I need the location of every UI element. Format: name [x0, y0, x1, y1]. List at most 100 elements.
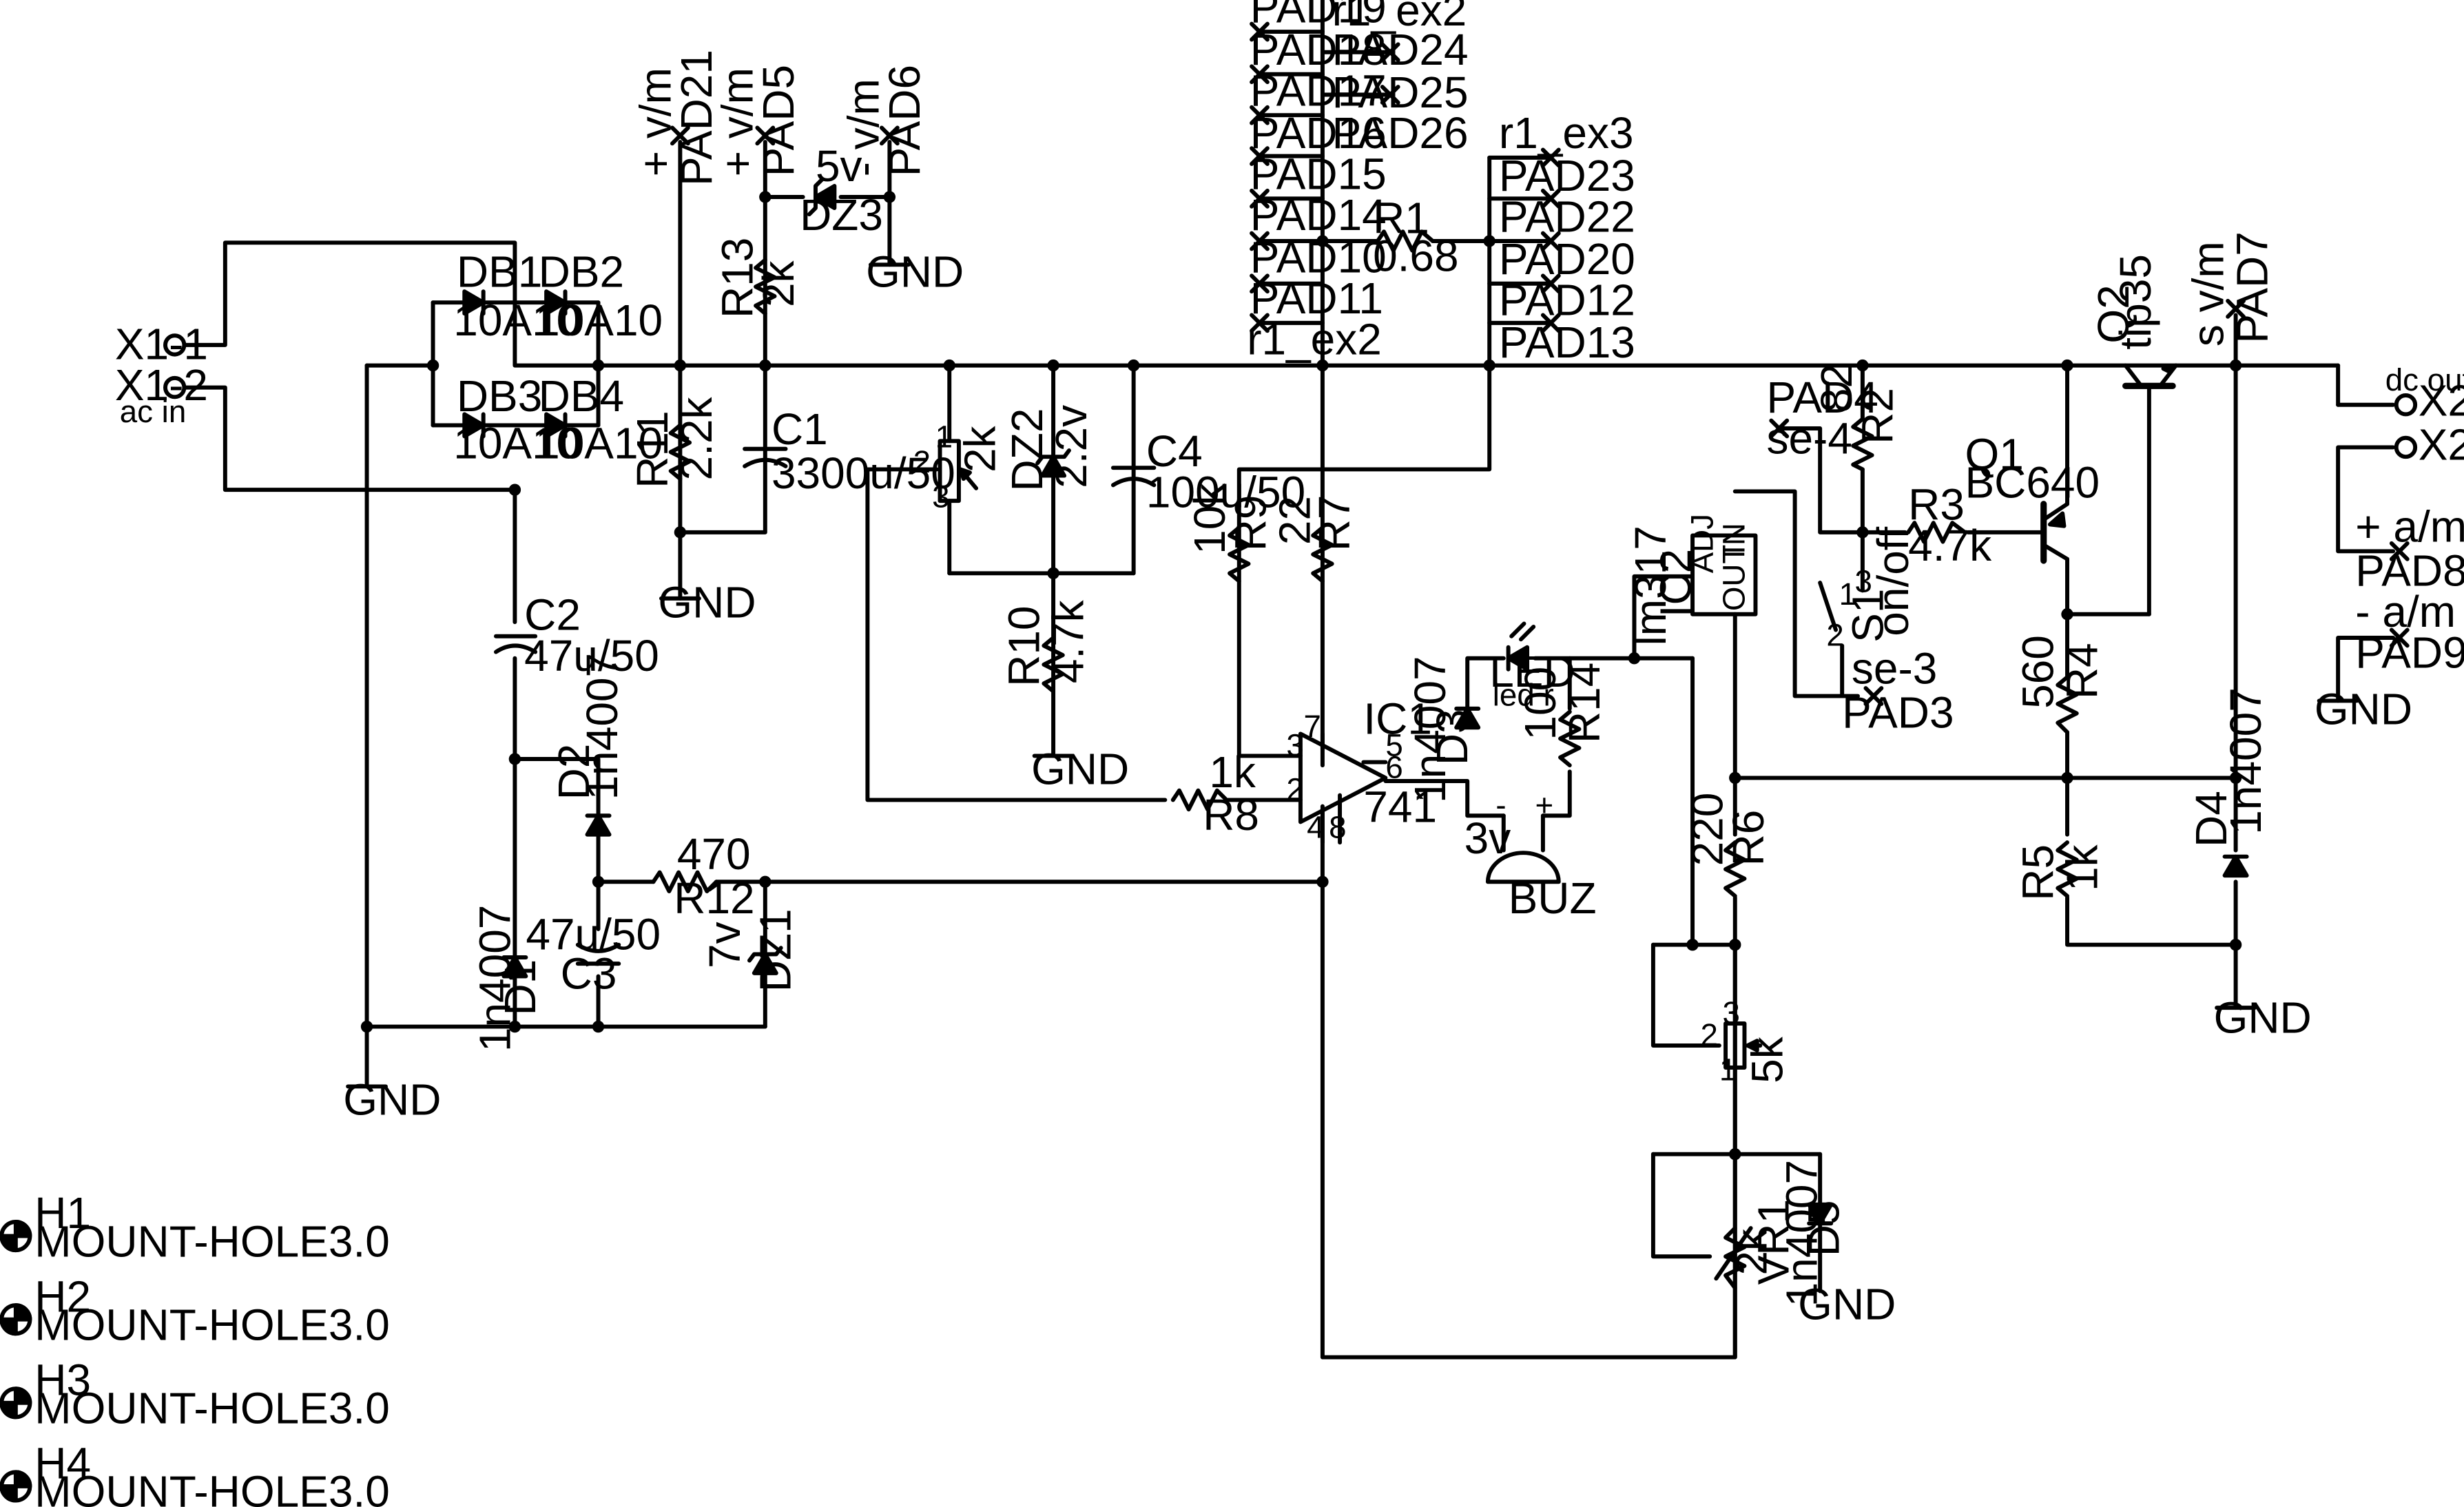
label-h4: H4	[34, 1439, 91, 1488]
resistor-r6	[1723, 840, 1747, 898]
resistor-vr1	[1714, 1226, 1753, 1290]
label-r1-value: 0.68	[1373, 231, 1459, 280]
label-r3: R3	[1908, 480, 1965, 530]
label-ic1-pin3: 3	[1286, 727, 1303, 762]
transistor-q1	[2040, 501, 2069, 564]
label-r4: R4	[2057, 643, 2106, 699]
label-r9-value: 10k	[1185, 483, 1234, 554]
label-dz2: DZ2	[1002, 408, 1052, 492]
resistor-r7	[1311, 526, 1334, 583]
mount-hole-icon-h4	[0, 1470, 32, 1503]
potentiometer-2k	[938, 439, 979, 503]
label-mount-hole-1: MOUNT-HOLE3.0	[34, 1216, 390, 1266]
resistor-r14	[1558, 709, 1582, 768]
label-pad9: PAD9	[2355, 627, 2464, 677]
label-db1-value: 10A10	[453, 295, 581, 345]
label-pad25: PAD25	[1332, 67, 1469, 117]
label-s1-pin2: 2	[1826, 617, 1843, 652]
terminal-x1-1	[163, 333, 187, 357]
label-r8-value: 1k	[1209, 747, 1256, 797]
label-pad3: PAD3	[1842, 687, 1954, 737]
label-pad12: PAD12	[1499, 275, 1635, 324]
diode-d2	[585, 813, 612, 837]
label-gnd-3: GND	[343, 1075, 441, 1125]
label-pad19: PAD19	[1250, 0, 1387, 32]
label-x1-2: X1-2	[115, 360, 208, 410]
label-dc-out: dc out	[2385, 362, 2464, 397]
label-dz1: DZ1	[750, 908, 800, 992]
label-se3: se-3	[1852, 643, 1937, 693]
label-ic1-value: 741	[1363, 782, 1437, 831]
label-db3-value: 10A10	[453, 418, 581, 468]
resistor-r13	[754, 258, 777, 316]
label-buz: BUZ	[1509, 873, 1597, 923]
label-r2: R2	[1852, 388, 1902, 444]
zener-dz1	[747, 946, 783, 975]
label-r1: R1	[1373, 194, 1429, 243]
label-pad17: PAD17	[1250, 65, 1387, 115]
label-c3-value: 47u/50	[526, 910, 661, 959]
resistor-r9	[1228, 526, 1251, 583]
label-r5-value: 1k	[2057, 844, 2106, 891]
label-ic1-pin2: 2	[1286, 771, 1303, 807]
label-pad21: PAD21	[672, 50, 721, 186]
label-ic2-value: lm317	[1626, 526, 1675, 645]
label-vm-plus-2: + v/m	[713, 67, 763, 176]
label-gnd-7: GND	[1798, 1280, 1896, 1329]
label-pad20: PAD20	[1499, 234, 1635, 284]
label-mount-hole-3: MOUNT-HOLE3.0	[34, 1384, 390, 1433]
resistor-r2	[1851, 417, 1874, 472]
label-r12-value: 470	[677, 829, 751, 879]
label-q2: Q2	[2089, 284, 2138, 343]
diode-db2	[544, 289, 568, 316]
diode-d4	[2222, 854, 2249, 878]
label-pad4: PAD4	[1766, 373, 1878, 422]
label-r2-value: 82	[1812, 364, 1861, 413]
buzzer	[1485, 813, 1561, 884]
label-r8: R8	[1203, 790, 1259, 840]
label-dz2-value: 2.2v	[1046, 405, 1096, 488]
label-dz3: DZ3	[800, 190, 883, 240]
label-vr1-value: 2k	[1726, 1228, 1776, 1276]
label-mount-hole-2: MOUNT-HOLE3.0	[34, 1300, 390, 1349]
label-r5: R5	[2013, 844, 2062, 901]
terminal-x2-1	[2394, 435, 2418, 459]
label-s1: S1	[1843, 589, 1893, 643]
label-r4-value: 560	[2013, 635, 2062, 709]
label-ic2-out: OUT	[1716, 545, 1751, 611]
mount-hole-icon-h2	[0, 1303, 32, 1336]
label-db3: DB3	[457, 371, 542, 421]
label-d2-value: 1n4007	[577, 653, 627, 800]
diode-d5	[1807, 1202, 1834, 1293]
label-pad15: PAD15	[1250, 149, 1387, 199]
label-buz-plus: +	[1535, 787, 1553, 822]
transistor-q2	[2122, 363, 2178, 389]
diode-db3	[462, 412, 486, 439]
label-h1: H1	[34, 1188, 91, 1238]
label-gnd-2: GND	[658, 577, 756, 627]
label-r10: R10	[1000, 605, 1049, 686]
label-db2-value: 10A10	[535, 295, 663, 345]
label-r13: R13	[713, 238, 763, 318]
label-x2-2: X2-2	[2419, 376, 2464, 426]
diode-db1	[462, 289, 486, 316]
label-gnd-4: GND	[1031, 745, 1129, 794]
label-ic1-pin8: 8	[1329, 809, 1346, 844]
label-ic1-pin5: 5	[1385, 727, 1402, 762]
label-r10-value: 4.7k	[1044, 599, 1093, 683]
label-gnd-1: GND	[866, 247, 964, 296]
mount-hole-icon-h1	[0, 1220, 32, 1253]
label-pad8: PAD8	[2355, 546, 2464, 596]
label-d5: D5	[1799, 1200, 1849, 1256]
label-r14: R14	[1560, 663, 1609, 743]
potentiometer-5k	[1723, 1021, 1763, 1070]
label-s1-pin1: 1	[1839, 576, 1856, 612]
label-pot2-value: 5k	[1742, 1036, 1792, 1083]
regulator-ic2	[1690, 533, 1758, 616]
label-r7: R7	[1309, 495, 1359, 552]
label-ic2-in: IN	[1716, 523, 1751, 554]
label-ac-in: ac in	[120, 394, 187, 429]
capacitor-c1	[743, 446, 788, 468]
capacitor-c2	[493, 634, 538, 654]
resistor-r4	[2056, 675, 2079, 735]
